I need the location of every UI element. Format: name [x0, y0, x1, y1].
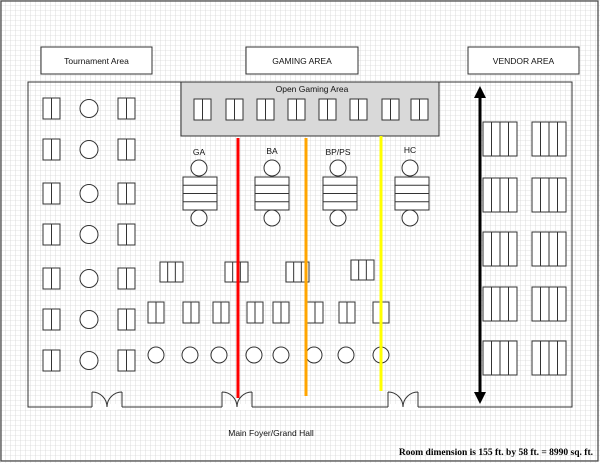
- tournament-area-label-box: Tournament Area: [40, 46, 153, 75]
- station-seat: [263, 159, 281, 177]
- open-gaming-area-label: Open Gaming Area: [276, 84, 349, 94]
- station-seat: [263, 209, 281, 227]
- gaming-table-small: [246, 301, 264, 324]
- tournament-round-table: [79, 225, 99, 244]
- open-gaming-area: Open Gaming Area: [180, 81, 440, 137]
- station-label-hc: HC: [404, 145, 416, 155]
- tournament-table: [42, 223, 61, 246]
- station-seat: [190, 159, 208, 177]
- tournament-table: [117, 349, 136, 372]
- tournament-table: [42, 267, 61, 290]
- station-label-bp-ps: BP/PS: [325, 147, 350, 157]
- tournament-area-label: Tournament Area: [64, 56, 129, 66]
- vendor-booth: [531, 340, 567, 376]
- gaming-table-small: [272, 301, 290, 324]
- open-gaming-table: [193, 98, 212, 121]
- tournament-round-table: [79, 351, 99, 370]
- tournament-table: [42, 97, 61, 120]
- gaming-table-small: [306, 301, 324, 324]
- tournament-table: [42, 138, 61, 161]
- tournament-table: [117, 138, 136, 161]
- tournament-round-table: [79, 269, 99, 288]
- gaming-table-small: [338, 301, 356, 324]
- vendor-booth: [531, 177, 567, 213]
- vendor-area-label: VENDOR AREA: [493, 56, 555, 66]
- tournament-table: [117, 267, 136, 290]
- vendor-area-label-box: VENDOR AREA: [467, 46, 580, 75]
- gaming-round-table: [147, 346, 165, 364]
- gaming-table: [285, 261, 310, 283]
- door: [387, 391, 419, 410]
- room-dimension-note: Room dimension is 155 ft. by 58 ft. = 89…: [399, 448, 593, 458]
- door: [221, 391, 253, 410]
- tournament-table: [42, 182, 61, 205]
- tournament-round-table: [79, 184, 99, 203]
- station-label-ba: BA: [266, 146, 278, 156]
- tournament-table: [117, 182, 136, 205]
- vendor-booth: [531, 231, 567, 267]
- vendor-booth: [482, 340, 518, 376]
- tournament-round-table: [79, 140, 99, 159]
- gaming-round-table: [245, 346, 263, 364]
- open-gaming-table: [318, 98, 337, 121]
- tournament-table: [117, 223, 136, 246]
- open-gaming-table: [410, 98, 429, 121]
- station-seat: [401, 209, 419, 227]
- vendor-booth: [531, 121, 567, 157]
- station-seat: [329, 209, 347, 227]
- vendor-booth: [482, 231, 518, 267]
- gaming-round-table: [181, 346, 199, 364]
- gaming-round-table: [210, 346, 228, 364]
- station-label-ga: GA: [193, 147, 206, 157]
- tournament-round-table: [79, 310, 99, 329]
- gaming-table: [159, 261, 184, 283]
- gaming-area-label-box: GAMING AREA: [245, 46, 359, 75]
- main-foyer-label: Main Foyer/Grand Hall: [228, 428, 314, 438]
- station-seat: [190, 209, 208, 227]
- tournament-table: [117, 97, 136, 120]
- gaming-area-label: GAMING AREA: [272, 56, 332, 66]
- vendor-booth: [482, 177, 518, 213]
- tournament-table: [42, 308, 61, 331]
- vendor-booth: [482, 121, 518, 157]
- door: [91, 391, 123, 410]
- open-gaming-table: [287, 98, 306, 121]
- tournament-table: [42, 349, 61, 372]
- station-seat: [401, 159, 419, 177]
- station-seat: [329, 159, 347, 177]
- vendor-booth: [531, 286, 567, 322]
- gaming-table-small: [212, 301, 230, 324]
- vendor-booth: [482, 286, 518, 322]
- open-gaming-table: [225, 98, 244, 121]
- open-gaming-table: [256, 98, 275, 121]
- open-gaming-table: [381, 98, 400, 121]
- gaming-table: [350, 259, 375, 281]
- tournament-round-table: [79, 99, 99, 118]
- gaming-round-table: [337, 346, 355, 364]
- gaming-table-small: [147, 301, 165, 324]
- gaming-round-table: [272, 346, 290, 364]
- gaming-table-small: [182, 301, 200, 324]
- station-table: [254, 176, 290, 211]
- tournament-table: [117, 308, 136, 331]
- gaming-round-table: [305, 346, 323, 364]
- station-table: [394, 176, 430, 211]
- station-table: [322, 176, 358, 211]
- open-gaming-table: [349, 98, 368, 121]
- station-table: [182, 176, 218, 211]
